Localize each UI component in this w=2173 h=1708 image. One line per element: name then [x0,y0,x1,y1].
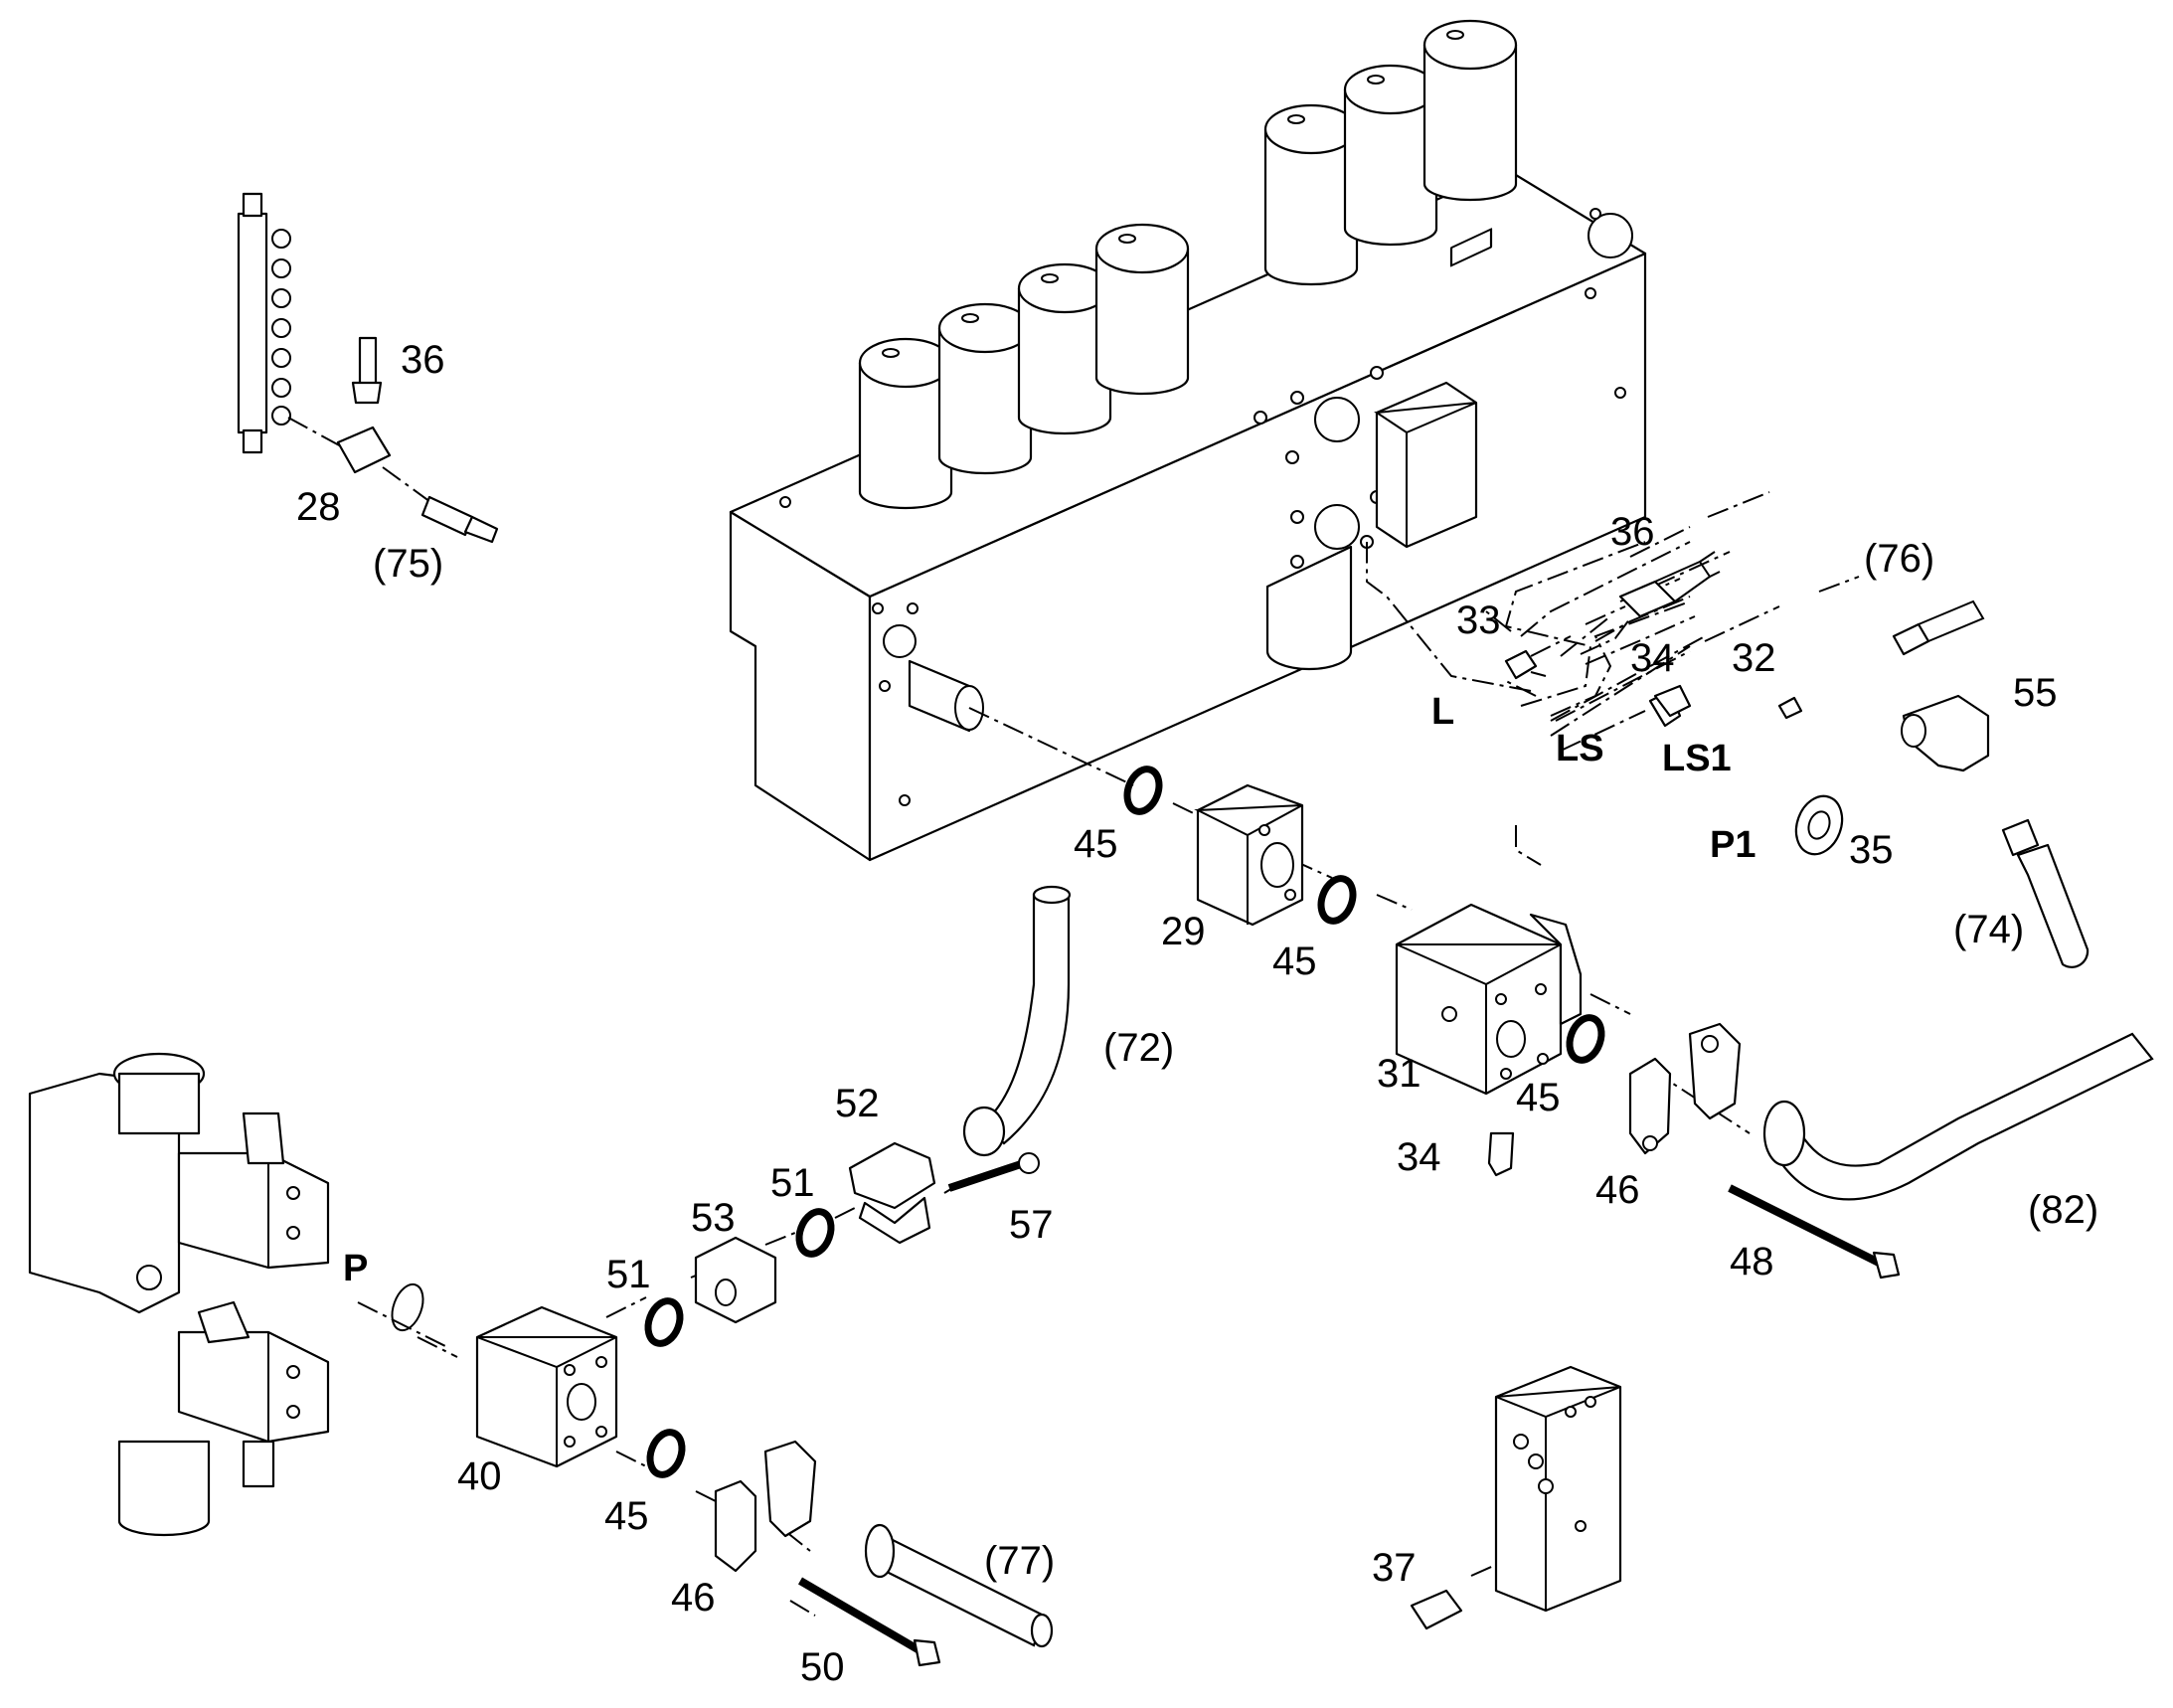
bolt-48 [1728,1184,1901,1280]
label-32: 32 [1732,636,1776,680]
manifold-strip [237,192,499,544]
label-55: 55 [2013,671,2058,715]
label-51-b: 51 [606,1253,651,1296]
label-53: 53 [691,1196,736,1240]
block-31 [1395,228,1583,1096]
label-52: 52 [835,1082,880,1125]
label-45-d: 45 [604,1494,649,1538]
hose-72 [962,885,1072,1157]
label-57: 57 [1009,1203,1054,1247]
label-33: 33 [1456,598,1501,642]
clamp-46-right [1628,1022,1742,1155]
main-valve-block [729,167,1647,862]
block-40 [475,1305,618,1468]
fitting-34-lower [1487,1131,1515,1177]
port-label-P1: P1 [1710,824,1755,866]
label-31: 31 [1377,1052,1421,1096]
label-48: 48 [1730,1240,1774,1283]
label-34-top: 34 [1630,636,1675,680]
label-29: 29 [1161,910,1206,953]
fitting-37 [1410,1589,1463,1630]
label-46-right: 46 [1595,1168,1640,1212]
label-46-left: 46 [671,1576,716,1620]
clamp-46-left [714,1440,817,1573]
label-35: 35 [1849,828,1894,872]
label-45-b: 45 [1272,939,1317,983]
solenoid-coils [858,19,1518,510]
port-label-LS1: LS1 [1662,738,1732,779]
hose-77 [864,1523,1054,1648]
bolt-50 [797,1577,941,1667]
label-77: (77) [984,1539,1055,1583]
fittings-33-36-34-32-76 [1504,551,1985,728]
port-labels: L LS LS1 P1 P [343,691,1755,1289]
part-labels: 28 36 (75) 36 33 34 32 (76) 55 35 (74) 4… [296,338,2098,1689]
label-45-a: 45 [1074,822,1118,866]
label-37: 37 [1372,1546,1417,1590]
label-74: (74) [1953,908,2024,951]
pump-assembly [28,1052,330,1537]
label-50: 50 [800,1645,845,1689]
spacer-53 [694,1236,777,1324]
hose-82 [1762,1032,2154,1201]
label-36-right: 36 [1610,510,1655,554]
label-82: (82) [2028,1188,2098,1232]
label-36-top: 36 [401,338,445,382]
port-label-LS: LS [1556,728,1604,769]
label-34-bottom: 34 [1397,1135,1441,1179]
label-28: 28 [296,485,341,529]
label-45-c: 45 [1516,1076,1561,1119]
label-40: 40 [457,1454,502,1498]
port-label-P: P [343,1248,368,1289]
bolt-57 [947,1152,1040,1192]
label-75: (75) [373,542,443,586]
fittings-35-55-74 [1794,694,2089,968]
label-72: (72) [1103,1026,1174,1070]
port-label-L: L [1431,691,1454,733]
o-rings [391,766,1605,1478]
flange-29 [1194,783,1304,927]
label-76: (76) [1864,537,1934,581]
valve-block-37 [1494,1365,1622,1613]
label-51-a: 51 [770,1161,815,1205]
clamp-52 [848,1141,936,1245]
